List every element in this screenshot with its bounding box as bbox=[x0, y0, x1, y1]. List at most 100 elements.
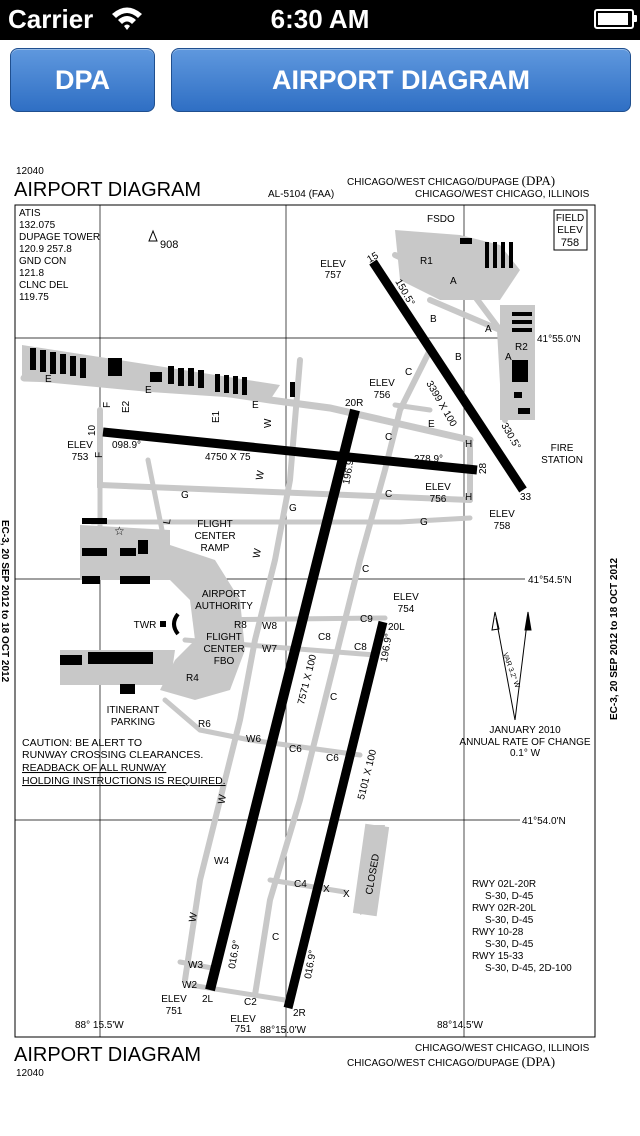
carrier-label: Carrier bbox=[8, 4, 94, 34]
svg-text:ELEV: ELEV bbox=[67, 440, 93, 451]
svg-text:C: C bbox=[405, 367, 412, 378]
svg-text:ELEV: ELEV bbox=[369, 378, 395, 389]
taxiway-network bbox=[20, 252, 508, 1003]
svg-text:B: B bbox=[455, 352, 462, 363]
field-elev-2: ELEV bbox=[557, 225, 583, 236]
svg-text:A: A bbox=[485, 324, 492, 335]
svg-text:STATION: STATION bbox=[541, 455, 583, 466]
svg-text:28: 28 bbox=[478, 462, 489, 474]
svg-text:016.9°: 016.9° bbox=[227, 939, 243, 970]
svg-text:E: E bbox=[428, 419, 435, 430]
svg-text:ITINERANT: ITINERANT bbox=[107, 705, 160, 716]
svg-text:ANNUAL RATE OF CHANGE: ANNUAL RATE OF CHANGE bbox=[459, 737, 590, 748]
al-code: AL-5104 (FAA) bbox=[268, 189, 334, 200]
svg-text:X: X bbox=[323, 884, 330, 895]
svg-text:ELEV: ELEV bbox=[393, 592, 419, 603]
city-bottom-1: CHICAGO/WEST CHICAGO, ILLINOIS bbox=[415, 1043, 590, 1054]
lat-label-2: 41°54.5'N bbox=[528, 575, 572, 586]
svg-text:AUTHORITY: AUTHORITY bbox=[195, 601, 253, 612]
svg-text:10: 10 bbox=[87, 424, 98, 436]
svg-text:W3: W3 bbox=[188, 960, 203, 971]
buildings bbox=[30, 238, 532, 694]
svg-text:R1: R1 bbox=[420, 256, 433, 267]
svg-text:FIRE: FIRE bbox=[551, 443, 574, 454]
svg-text:753: 753 bbox=[72, 452, 89, 463]
svg-text:A: A bbox=[505, 352, 512, 363]
facility-labels: FLIGHT CENTER RAMP AIRPORT AUTHORITY TWR… bbox=[107, 443, 583, 728]
field-elev-1: FIELD bbox=[556, 213, 584, 224]
svg-text:PARKING: PARKING bbox=[111, 717, 155, 728]
svg-text:0.1° W: 0.1° W bbox=[510, 748, 541, 759]
svg-text:RWY 15-33: RWY 15-33 bbox=[472, 951, 524, 962]
airport-diagram-chart[interactable]: 12040 AIRPORT DIAGRAM AL-5104 (FAA) CHIC… bbox=[0, 155, 640, 1085]
lat-label-1: 41°55.0'N bbox=[537, 334, 581, 345]
svg-text:READBACK OF ALL RUNWAY: READBACK OF ALL RUNWAY bbox=[22, 762, 166, 774]
svg-text:33: 33 bbox=[520, 492, 532, 503]
svg-text:RWY 02L-20R: RWY 02L-20R bbox=[472, 879, 536, 890]
svg-text:E: E bbox=[145, 385, 152, 396]
svg-text:C: C bbox=[272, 932, 279, 943]
svg-text:CAUTION: BE ALERT TO: CAUTION: BE ALERT TO bbox=[22, 737, 142, 749]
diagram-frame bbox=[14, 204, 596, 1038]
frequency-block: ATIS 132.075 DUPAGE TOWER 120.9 257.8 GN… bbox=[19, 208, 100, 303]
svg-text:ELEV: ELEV bbox=[320, 259, 346, 270]
svg-text:119.75: 119.75 bbox=[19, 292, 49, 303]
lon-label-1: 88° 15.5'W bbox=[75, 1020, 124, 1031]
svg-text:15: 15 bbox=[365, 250, 381, 265]
svg-text:C6: C6 bbox=[326, 753, 339, 764]
battery-icon bbox=[594, 9, 637, 29]
svg-text:R8: R8 bbox=[234, 620, 247, 631]
svg-text:W: W bbox=[188, 911, 201, 923]
svg-text:20L: 20L bbox=[388, 622, 405, 633]
airport-diagram-button[interactable]: AIRPORT DIAGRAM bbox=[171, 48, 631, 112]
svg-text:7571 X 100: 7571 X 100 bbox=[296, 653, 319, 706]
svg-text:W: W bbox=[263, 418, 274, 428]
effective-date-left: EC-3, 20 SEP 2012 to 18 OCT 2012 bbox=[0, 520, 10, 683]
svg-text:098.9°: 098.9° bbox=[112, 440, 141, 451]
clock: 6:30 AM bbox=[270, 4, 370, 34]
runway-10-28 bbox=[102, 427, 478, 475]
svg-text:X: X bbox=[343, 889, 350, 900]
wifi-icon bbox=[112, 7, 142, 30]
city-top-2: CHICAGO/WEST CHICAGO, ILLINOIS bbox=[415, 189, 590, 200]
svg-text:C2: C2 bbox=[244, 997, 257, 1008]
svg-text:H: H bbox=[465, 492, 472, 503]
svg-text:756: 756 bbox=[374, 390, 391, 401]
svg-text:CENTER: CENTER bbox=[203, 644, 244, 655]
lat-label-3: 41°54.0'N bbox=[522, 816, 566, 827]
diagram-title-top: AIRPORT DIAGRAM bbox=[14, 179, 201, 201]
field-elev-3: 758 bbox=[561, 237, 579, 249]
mag-note: JANUARY 2010 ANNUAL RATE OF CHANGE 0.1° … bbox=[459, 725, 590, 759]
north-arrows bbox=[491, 611, 532, 721]
closed-runway bbox=[352, 823, 390, 917]
svg-text:JANUARY 2010: JANUARY 2010 bbox=[489, 725, 561, 736]
caution-note: CAUTION: BE ALERT TO RUNWAY CROSSING CLE… bbox=[22, 737, 226, 787]
svg-text:S-30, D-45, 2D-100: S-30, D-45, 2D-100 bbox=[485, 963, 572, 974]
svg-text:C4: C4 bbox=[294, 879, 307, 890]
svg-text:E: E bbox=[45, 374, 52, 385]
svg-text:G: G bbox=[420, 517, 428, 528]
svg-text:2L: 2L bbox=[202, 994, 214, 1005]
svg-text:RAMP: RAMP bbox=[201, 543, 230, 554]
status-bar: Carrier 6:30 AM bbox=[0, 0, 640, 40]
svg-text:R2: R2 bbox=[515, 342, 528, 353]
svg-text:FBO: FBO bbox=[214, 656, 235, 667]
obstacle-icon bbox=[148, 229, 158, 242]
svg-text:C: C bbox=[330, 692, 337, 703]
svg-text:GND CON: GND CON bbox=[19, 256, 66, 267]
lon-label-3: 88°14.5'W bbox=[437, 1020, 483, 1031]
runway-15-33 bbox=[369, 259, 527, 493]
chart-number-top: 12040 bbox=[16, 166, 44, 177]
svg-text:W7: W7 bbox=[262, 644, 277, 655]
dpa-button[interactable]: DPA bbox=[10, 48, 155, 112]
svg-text:CENTER: CENTER bbox=[194, 531, 235, 542]
svg-text:E: E bbox=[252, 400, 259, 411]
svg-text:754: 754 bbox=[398, 604, 415, 615]
svg-text:RWY 10-28: RWY 10-28 bbox=[472, 927, 524, 938]
runways bbox=[102, 259, 527, 1010]
svg-text:F: F bbox=[94, 452, 105, 458]
svg-text:FLIGHT: FLIGHT bbox=[206, 632, 242, 643]
runway-info: RWY 02L-20R S-30, D-45 RWY 02R-20L S-30,… bbox=[472, 879, 572, 974]
svg-text:016.9°: 016.9° bbox=[303, 949, 319, 980]
svg-text:HOLDING INSTRUCTIONS IS REQUIR: HOLDING INSTRUCTIONS IS REQUIRED. bbox=[22, 775, 226, 787]
